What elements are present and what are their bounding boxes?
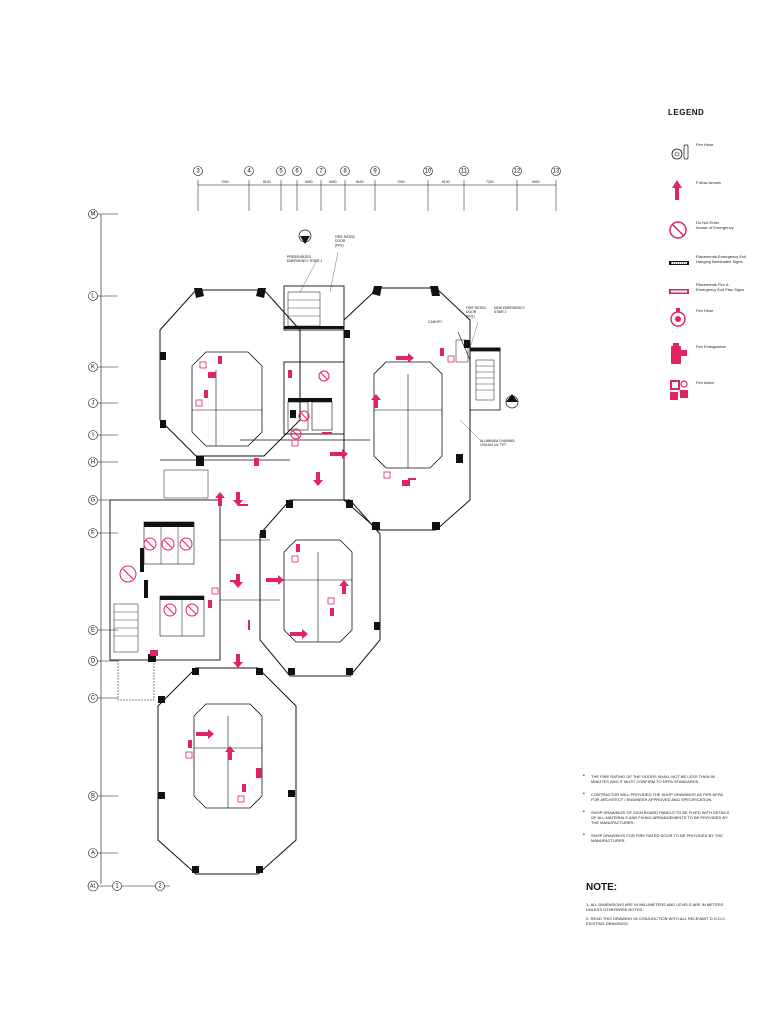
dimension-labels: 7200 8100 6000 6000 8100 7200 8100 7200 … [221,180,540,184]
note-bullet: SHOP DRAWINGS OF SIGN BOARD PANELS TO BE… [583,810,731,825]
row-label: C [91,696,96,702]
legend-label: Fire Extinguisher [696,344,727,349]
legend-fire-extinguisher: Fire Extinguisher [668,342,760,372]
row-label: H [91,460,95,466]
column-bubbles: 3 4 5 6 7 8 9 10 11 12 13 [193,166,561,176]
fire-hose-sign-icon [670,308,686,327]
dimension-text: 6000 [329,180,337,184]
notes-bullets: THE FIRE RATING OF THE DOORS SHALL NOT B… [583,774,731,851]
no-entry-icon [669,221,687,239]
hose-reel-icon [671,144,689,160]
fire-hose-sign-icon [150,372,410,778]
legend-label: Do Not Enter Incase of Emergency [696,220,734,230]
column-label: 9 [373,169,377,175]
hanging-exit-sign-icon [230,432,416,630]
pod-bottom [157,667,297,875]
row-bubbles: M L K J I H G F E D C B A A1 1 2 [87,209,165,892]
legend-label: Fire Alarm [696,380,715,385]
pod-top-left [159,289,301,457]
legend-label: Placements Fire & Emergency Exit Plan Si… [696,282,745,292]
dimension-text: 8100 [442,180,450,184]
column-label: 8 [343,169,347,175]
legend-label: Follow Arrows [696,180,721,185]
dark-fills [140,326,344,600]
row-label: E [91,628,95,634]
column-label: 5 [279,169,283,175]
column-label: 3 [196,169,200,175]
note-line: 1- ALL DIMENSIONS ARE IN MILLIMETERS AND… [586,902,724,912]
legend-label: Fire Hose [696,142,714,147]
legend-label: Placements Emergency Exit Hanging Illumi… [696,254,747,264]
follow-arrow-icon [196,353,414,760]
plan-sign-icon [669,289,689,294]
row-label: J [92,401,95,407]
note-bullet: SHOP DRAWINGS FOR FIRE RATED DOOR TO BE … [583,833,731,843]
legend-label: Fire Hose [696,308,714,313]
column-label: 7 [319,169,323,175]
structural-columns [148,286,470,873]
fire-extinguisher-icon [188,348,444,792]
column-label: 2 [158,884,162,890]
column-label: 1 [115,884,119,890]
legend-title: LEGEND [668,108,705,117]
dimension-text: 7200 [221,180,229,184]
fire-extinguisher-icon [671,343,687,364]
north-arrow-icon [298,229,312,244]
column-label: 10 [425,169,432,175]
note-heading: NOTE: [586,882,618,893]
column-label: 11 [461,169,468,175]
legend-fire-hose: Fire Hose [668,140,760,170]
note-bullet: CONTRACTOR WILL PROVIDED THE SHOP DRAWIN… [583,792,731,802]
dimension-text: 8100 [263,180,271,184]
follow-arrow-icon [672,180,682,200]
row-label: M [91,212,96,218]
pod-center [259,499,381,677]
row-label: B [91,794,95,800]
note-list: 1- ALL DIMENSIONS ARE IN MILLIMETERS AND… [586,902,726,930]
hanging-exit-sign-icon [669,261,689,265]
dimension-text: 7200 [397,180,405,184]
row-label: G [91,498,96,504]
fire-alarm-icon [670,380,688,400]
column-label: 6 [295,169,299,175]
row-label: D [91,659,96,665]
pod-top-right [343,287,471,531]
column-label: 13 [553,169,560,175]
legend-do-not-enter: Do Not Enter Incase of Emergency [668,218,760,248]
row-label: A1 [90,883,96,889]
row-label: A [91,851,95,857]
dimension-text: 6000 [305,180,313,184]
emergency-stair-2 [455,331,501,411]
note-line: 2- READ THIS DRAWING IN CONJUNCTION WITH… [586,916,726,926]
legend-hanging-signs: Placements Emergency Exit Hanging Illumi… [668,252,760,282]
row-label: I [92,433,94,439]
legend-plan-signs: Placements Fire & Emergency Exit Plan Si… [668,280,760,310]
canopy-label: CANOPY [428,320,443,324]
column-label: 12 [514,169,521,175]
note-bullet: THE FIRE RATING OF THE DOORS SHALL NOT B… [583,774,731,784]
fire-alarm-icon [185,355,455,803]
column-label: 4 [247,169,251,175]
legend-fire-alarm: Fire Alarm [668,378,760,408]
dimension-text: 8100 [356,180,364,184]
column-grid [197,180,557,211]
dimension-text: 7200 [486,180,494,184]
row-label: L [91,294,95,300]
row-label: F [91,531,95,537]
legend-follow-arrows: Follow Arrows [668,178,760,208]
section-marker-icon [505,394,519,409]
no-entry-icon [119,370,330,617]
dimension-text: 6000 [532,180,540,184]
legend-fire-hose-sign: Fire Hose [668,306,760,336]
row-label: K [91,365,95,371]
row-grid [98,213,170,887]
